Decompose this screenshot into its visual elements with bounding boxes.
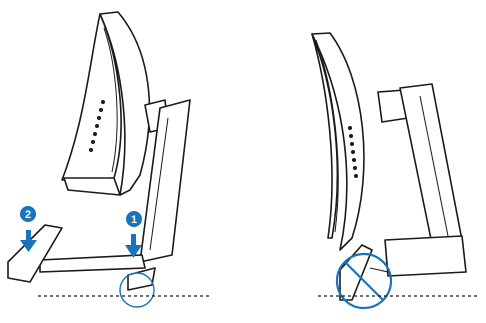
step-2-number: 2 [25,209,31,221]
stand-foot-left [7,224,63,283]
monitor-panel-left [61,11,151,196]
stand-base-bar-left [39,254,146,273]
step-2-badge [20,206,36,222]
monitor-panel-right [311,32,365,251]
monitor-buttons-right [348,126,358,178]
step-1-badge [126,211,142,227]
down-arrow-icon [20,230,37,252]
prohibited-icon [335,252,393,310]
stand-column-left [139,99,191,263]
left-panel-correct [7,11,191,291]
step-1-number: 1 [131,214,137,226]
stand-column-right [399,83,463,245]
down-arrow-icon [125,234,142,258]
contact-highlight-circle [119,272,155,308]
step-1-marker: 1 [119,211,155,308]
right-panel-incorrect [311,32,467,301]
stand-base-right [384,235,467,277]
stand-heel-left [127,267,156,291]
step-2-marker: 2 [20,206,37,252]
monitor-buttons-left [89,100,105,152]
